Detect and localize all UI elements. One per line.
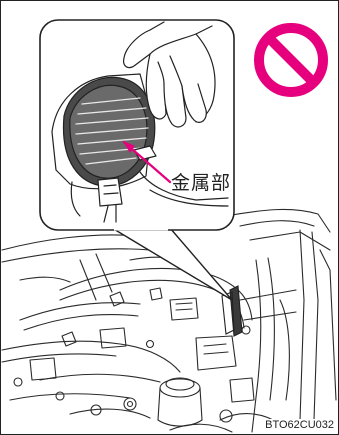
headlamp-rear-indicator bbox=[221, 285, 243, 337]
prohibition-icon bbox=[254, 23, 328, 97]
figure-code: BTO62CU032 bbox=[264, 419, 335, 431]
bulb-cover-detail bbox=[51, 21, 229, 223]
metal-part-label: 金属部 bbox=[171, 172, 232, 194]
